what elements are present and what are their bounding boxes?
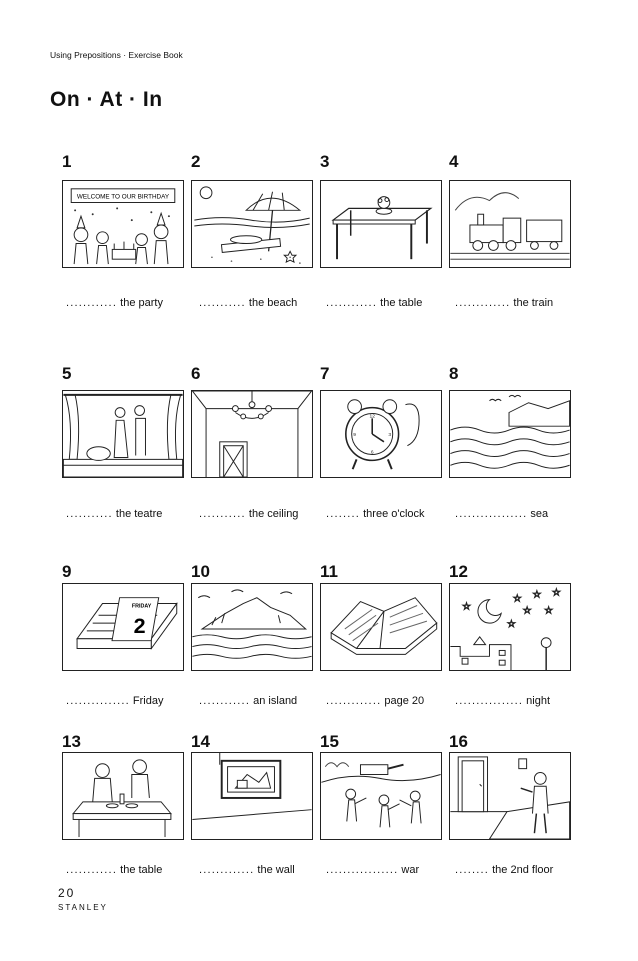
exercise-caption: ............. page 20 xyxy=(326,695,425,707)
exercise-number: 14 xyxy=(191,732,210,751)
exercise-caption: ................. war xyxy=(326,864,420,876)
open-book-picture xyxy=(320,583,442,671)
exercise-number: 13 xyxy=(62,732,81,751)
exercise-number: 8 xyxy=(449,364,459,383)
island-picture xyxy=(191,583,313,671)
exercise-number: 11 xyxy=(320,562,338,581)
war-soldiers-picture xyxy=(320,752,442,840)
exercise-caption: ........ three o'clock xyxy=(326,508,425,520)
exercise-number: 10 xyxy=(191,562,210,581)
exercise-caption: ............. the train xyxy=(455,297,554,309)
beach-picture xyxy=(191,180,313,268)
exercise-caption: ............... Friday xyxy=(66,695,164,707)
birthday-party-picture: WELCOME TO OUR BIRTHDAY xyxy=(62,180,184,268)
exercise-caption: ............ the table xyxy=(66,864,163,876)
exercise-caption: ............ an island xyxy=(199,695,298,707)
banner-text: WELCOME TO OUR BIRTHDAY xyxy=(77,194,170,201)
exercise-caption: ................. sea xyxy=(455,508,549,520)
exercise-number: 7 xyxy=(320,364,330,383)
book-header: Using Prepositions · Exercise Book xyxy=(50,50,183,60)
svg-text:☆: ☆ xyxy=(544,605,553,616)
exercise-number: 2 xyxy=(191,152,201,171)
svg-text:9: 9 xyxy=(353,432,356,438)
exercise-caption: ............ the table xyxy=(326,297,423,309)
svg-text:☆: ☆ xyxy=(462,601,471,612)
svg-text:3: 3 xyxy=(388,432,391,438)
alarm-clock-picture: 12 3 6 9 xyxy=(320,390,442,478)
svg-text:☆: ☆ xyxy=(552,588,561,599)
exercise-caption: ............. the wall xyxy=(199,864,295,876)
night-sky-picture: ☆ ☆ ☆ ☆ ☆ ☆ ☆ xyxy=(449,583,571,671)
exercise-caption: ................ night xyxy=(455,695,551,707)
exercise-number: 15 xyxy=(320,732,339,751)
exercise-number: 16 xyxy=(449,732,468,751)
page-title: On · At · In xyxy=(50,88,163,111)
exercise-caption: ........ the 2nd floor xyxy=(455,864,554,876)
svg-text:6: 6 xyxy=(371,450,374,456)
svg-text:☆: ☆ xyxy=(523,605,532,616)
svg-text:☆: ☆ xyxy=(532,590,541,601)
svg-text:☆: ☆ xyxy=(507,619,516,630)
ceiling-chandelier-picture xyxy=(191,390,313,478)
exercise-caption: ........... the ceiling xyxy=(199,508,299,520)
exercise-number: 9 xyxy=(62,562,72,581)
calendar-date: 2 xyxy=(134,614,146,638)
svg-text:12: 12 xyxy=(369,413,375,419)
exercise-number: 12 xyxy=(449,562,468,581)
exercise-number: 6 xyxy=(191,364,201,383)
second-floor-picture xyxy=(449,752,571,840)
exercise-number: 3 xyxy=(320,152,330,171)
exercise-caption: ............ the party xyxy=(66,297,163,309)
table-picture xyxy=(320,180,442,268)
page-number: 20 xyxy=(58,886,76,900)
exercise-number: 5 xyxy=(62,364,72,383)
exercise-number: 4 xyxy=(449,152,459,171)
calendar-picture: FRIDAY 2 xyxy=(62,583,184,671)
family-dinner-picture xyxy=(62,752,184,840)
exercise-number: 1 xyxy=(62,152,72,171)
exercise-caption: ........... the beach xyxy=(199,297,298,309)
wall-painting-picture xyxy=(191,752,313,840)
theatre-stage-picture xyxy=(62,390,184,478)
sea-picture xyxy=(449,390,571,478)
train-picture xyxy=(449,180,571,268)
svg-text:☆: ☆ xyxy=(513,594,522,605)
calendar-day: FRIDAY xyxy=(132,603,152,609)
exercise-caption: ........... the teatre xyxy=(66,508,163,520)
publisher-name: STANLEY xyxy=(58,903,108,912)
